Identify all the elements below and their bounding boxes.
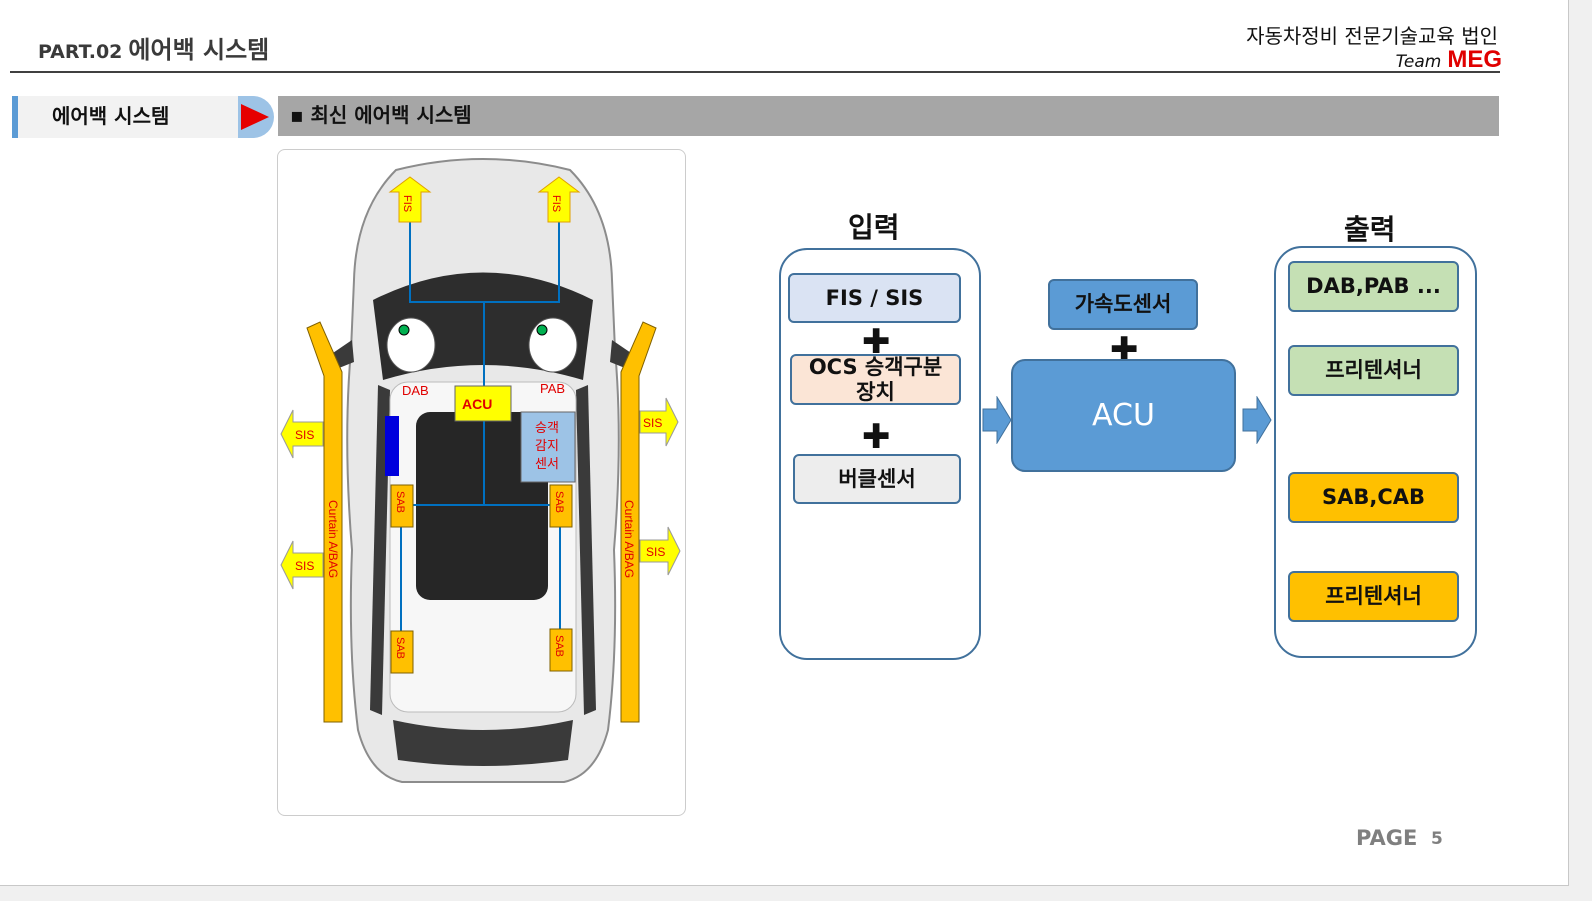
fis-right-arrow: FIS <box>537 176 581 223</box>
output-pretensioner-1: 프리텐셔너 <box>1288 345 1459 396</box>
input-ocs: OCS 승객구분 장치 <box>790 354 961 405</box>
input-to-acu-arrow <box>982 396 1012 444</box>
svg-text:SAB: SAB <box>394 637 406 659</box>
fis-left-label: FIS <box>401 195 413 212</box>
part-number: PART.02 <box>38 41 123 63</box>
car-top-view-svg: FIS FIS DAB PAB ACU 승객 감지 센서 <box>280 158 681 783</box>
svg-text:Curtain A/BAG: Curtain A/BAG <box>622 500 636 578</box>
wiring-harness <box>400 220 561 635</box>
driver-seat-sensor <box>385 416 399 476</box>
section-label: 에어백 시스템 <box>12 96 242 138</box>
driver-sensor-dot <box>398 324 410 336</box>
acu-label: ACU <box>462 396 492 412</box>
occupant-sensor-label: 승객 감지 센서 <box>535 421 563 472</box>
sab-front-right: SAB <box>549 484 573 528</box>
svg-text:SAB: SAB <box>394 491 406 513</box>
dab-label: DAB <box>402 383 429 398</box>
input-fis-sis: FIS / SIS <box>788 273 961 323</box>
occupant-sensor-box <box>520 411 576 483</box>
svg-text:SAB: SAB <box>553 491 565 513</box>
curtain-airbag-left: Curtain A/BAG <box>306 321 343 723</box>
rear-window <box>393 720 573 766</box>
right-side-glass <box>576 385 596 715</box>
page-number: 5 <box>1431 829 1443 849</box>
fis-left-arrow: FIS <box>388 176 432 223</box>
page-label: PAGE <box>1356 826 1418 850</box>
svg-text:SIS: SIS <box>295 428 314 442</box>
team-name: MEG <box>1447 46 1502 73</box>
plus-icon: ✚ <box>862 322 891 362</box>
acu-module <box>454 385 512 422</box>
part-title-text: 에어백 시스템 <box>128 36 270 64</box>
curtain-airbag-right: Curtain A/BAG <box>620 321 657 723</box>
section-subtitle: ▪ 최신 에어백 시스템 <box>278 96 1499 136</box>
acu-to-output-arrow <box>1242 396 1272 444</box>
sis-right-top-arrow: SIS <box>639 397 679 447</box>
sis-left-bottom-arrow: SIS <box>280 540 324 590</box>
organization-name: 자동차정비 전문기술교육 법인 <box>1246 24 1498 48</box>
driver-airbag-icon <box>386 317 436 373</box>
fis-right-label: FIS <box>550 195 562 212</box>
output-dab-pab: DAB,PAB ... <box>1288 261 1459 312</box>
sab-rear-left: SAB <box>390 630 414 674</box>
plus-icon: ✚ <box>862 417 891 457</box>
accel-sensor: 가속도센서 <box>1048 279 1198 330</box>
svg-text:Curtain A/BAG: Curtain A/BAG <box>326 500 340 578</box>
svg-text:SIS: SIS <box>643 416 662 430</box>
input-buckle-sensor: 버클센서 <box>793 454 961 504</box>
team-prefix: Team <box>1395 52 1442 72</box>
passenger-airbag-icon <box>528 317 578 373</box>
sis-left-top-arrow: SIS <box>280 409 324 459</box>
sab-rear-right: SAB <box>549 628 573 672</box>
output-title: 출력 <box>1344 213 1396 246</box>
car-airbag-illustration: FIS FIS DAB PAB ACU 승객 감지 센서 <box>277 149 686 816</box>
svg-text:SIS: SIS <box>646 545 665 559</box>
header-divider <box>10 71 1500 73</box>
pab-label: PAB <box>540 381 565 396</box>
input-title: 입력 <box>848 211 900 244</box>
play-arrow-icon <box>241 104 269 130</box>
output-pretensioner-2: 프리텐셔너 <box>1288 571 1459 622</box>
passenger-sensor-dot <box>536 324 548 336</box>
output-sab-cab: SAB,CAB <box>1288 472 1459 523</box>
svg-text:SAB: SAB <box>553 635 565 657</box>
sis-right-bottom-arrow: SIS <box>639 526 681 576</box>
acu-block: ACU <box>1011 359 1236 472</box>
input-ocs-label: OCS 승객구분 장치 <box>808 355 943 404</box>
sab-front-left: SAB <box>390 484 414 528</box>
svg-text:SIS: SIS <box>295 559 314 573</box>
